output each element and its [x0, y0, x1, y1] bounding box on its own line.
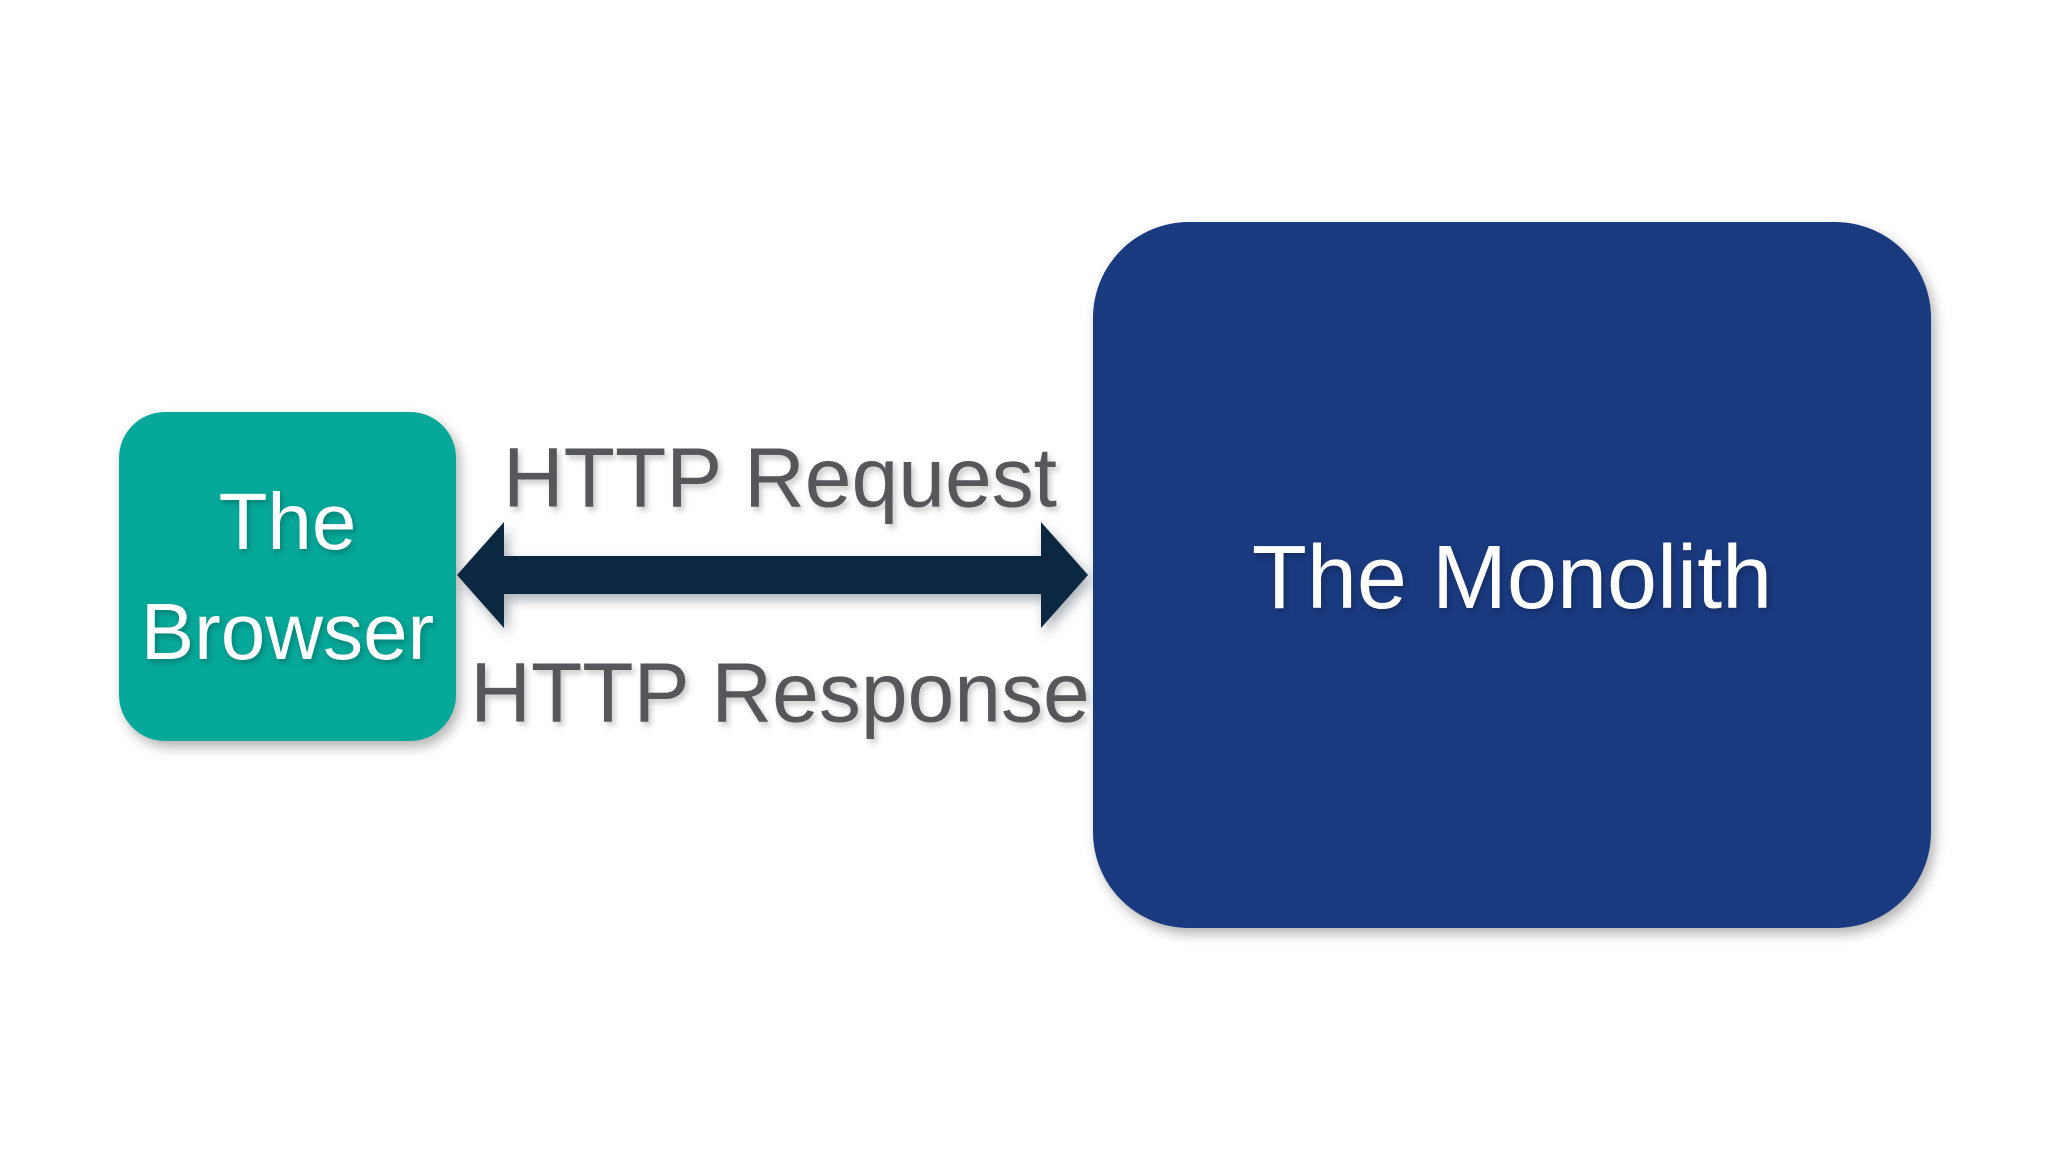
http-request-label: HTTP Request [503, 430, 1057, 525]
monolith-node: The Monolith [1093, 222, 1931, 928]
browser-node-label: The Browser [141, 467, 434, 687]
browser-node: The Browser [119, 412, 456, 741]
http-response-label: HTTP Response [470, 645, 1090, 740]
double-arrow-shape [457, 522, 1088, 628]
browser-label-line1: The [218, 476, 357, 566]
monolith-node-label: The Monolith [1251, 527, 1773, 628]
browser-label-line2: Browser [140, 586, 435, 676]
http-double-arrow-icon [457, 522, 1088, 628]
